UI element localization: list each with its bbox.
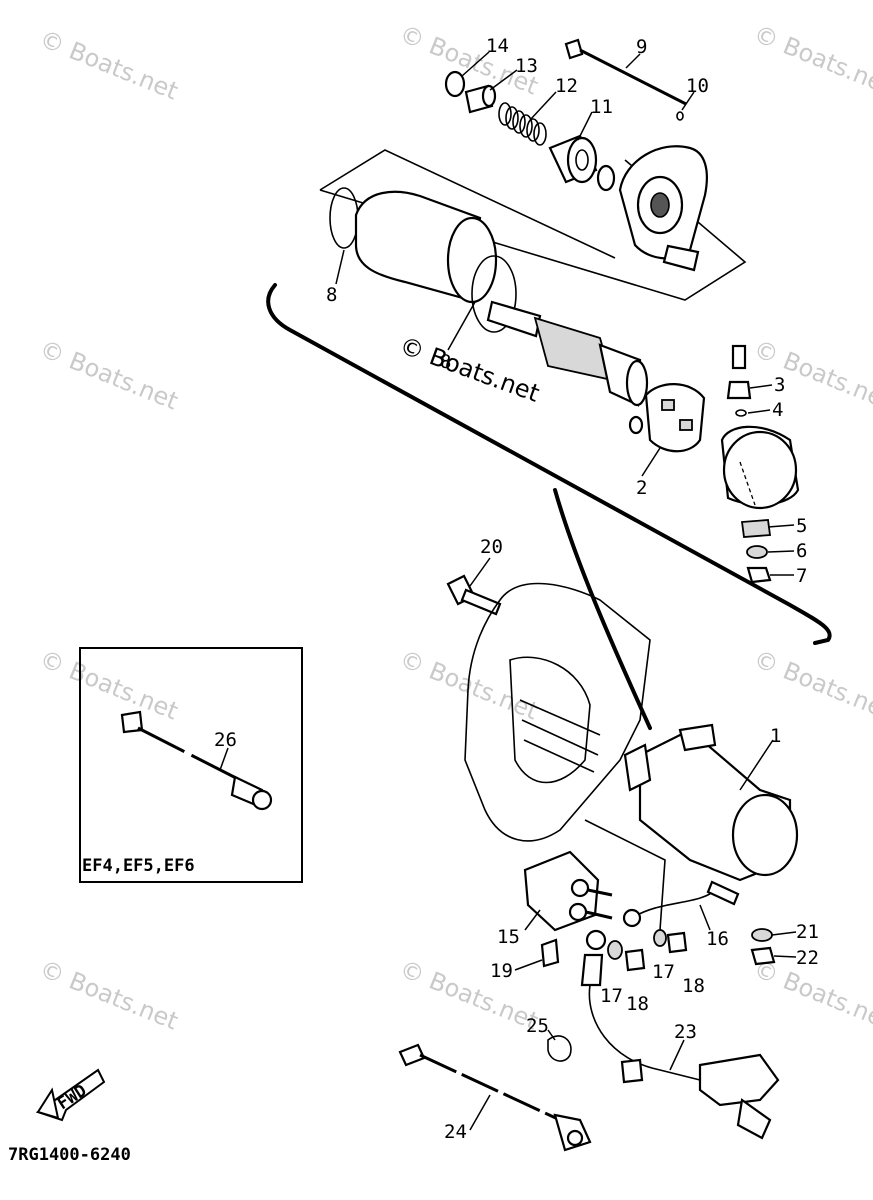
callout-14: 14 <box>486 35 509 57</box>
callout-16: 16 <box>706 928 729 950</box>
center-watermark: © Boats.net <box>396 331 543 407</box>
part-12-spring <box>498 102 547 146</box>
exploded-view-outline <box>266 283 832 645</box>
callout-13: 13 <box>515 55 538 77</box>
part-17-washer <box>653 929 667 947</box>
part-20-bolt <box>446 574 502 616</box>
rear-cover <box>720 425 800 510</box>
part-5-plate <box>740 519 772 538</box>
callout-11: 11 <box>590 96 613 118</box>
callout-24: 24 <box>444 1121 467 1143</box>
part-19-bolt <box>540 938 560 968</box>
part-3-bolt-grommet <box>726 344 752 400</box>
part-21-washer <box>751 928 773 942</box>
part-16-lead-wire <box>622 880 740 928</box>
watermark: © Boats.net <box>750 335 873 416</box>
callout-8: 8 <box>440 351 451 373</box>
watermark: © Boats.net <box>750 645 873 726</box>
engine-block <box>464 582 651 842</box>
watermark: © Boats.net <box>750 20 873 101</box>
part-10-o-ring <box>676 111 684 121</box>
part-11-pinion-gear <box>548 134 598 184</box>
part-9-through-bolt <box>564 38 687 106</box>
callout-9: 9 <box>636 36 647 58</box>
callout-3: 3 <box>774 374 785 396</box>
callout-15: 15 <box>497 926 520 948</box>
part-14-ring <box>444 70 466 98</box>
callout-6: 6 <box>796 540 807 562</box>
watermark: © Boats.net <box>36 335 182 416</box>
callout-12: 12 <box>555 75 578 97</box>
part-7-nut <box>746 566 772 584</box>
part-22-nut <box>750 946 776 966</box>
callout-21: 21 <box>796 921 819 943</box>
callout-22: 22 <box>796 947 819 969</box>
part-1-starter-motor <box>623 723 799 882</box>
callout-17: 17 <box>652 961 675 983</box>
part-15-starter-relay <box>523 850 613 932</box>
inset-models-caption: EF4,EF5,EF6 <box>82 856 195 876</box>
part-6-washer <box>746 545 768 559</box>
armature <box>486 300 649 435</box>
callout-18: 18 <box>626 993 649 1015</box>
watermark: © Boats.net <box>36 645 182 726</box>
watermark: © Boats.net <box>36 955 182 1036</box>
part-18-nut <box>666 931 688 954</box>
watermark: © Boats.net <box>36 25 182 106</box>
callout-18: 18 <box>682 975 705 997</box>
part-18-nut <box>624 948 646 972</box>
drawing-code: 7RG1400-6240 <box>8 1145 131 1165</box>
callout-17: 17 <box>600 985 623 1007</box>
front-end-cover <box>618 145 708 272</box>
watermark: © Boats.net <box>396 955 542 1036</box>
callout-23: 23 <box>674 1021 697 1043</box>
callout-10: 10 <box>686 75 709 97</box>
part-4-o-ring <box>735 409 747 417</box>
callout-26: 26 <box>214 729 237 751</box>
part-8-yoke <box>329 187 517 333</box>
model-inset-box: EF4,EF5,EF6 <box>79 647 303 883</box>
callout-25: 25 <box>526 1015 549 1037</box>
callout-labels: 14 13 12 11 9 10 8 8 2 3 4 5 6 7 20 1 15… <box>214 35 819 1143</box>
part-25-clamp <box>547 1035 572 1062</box>
leader-line-to-starter <box>553 488 652 730</box>
part-23-battery-cable <box>580 929 780 1140</box>
leader-lines <box>219 51 797 1131</box>
part-17-washer <box>607 940 623 960</box>
callout-7: 7 <box>796 565 807 587</box>
callout-20: 20 <box>480 536 503 558</box>
part-2-brush-holder <box>644 383 706 453</box>
callout-4: 4 <box>772 399 783 421</box>
callout-1: 1 <box>770 725 781 747</box>
washer <box>596 164 616 192</box>
callout-19: 19 <box>490 960 513 982</box>
callout-5: 5 <box>796 515 807 537</box>
callout-2: 2 <box>636 477 647 499</box>
part-24-ground-cable <box>398 1043 592 1152</box>
callout-8: 8 <box>326 284 337 306</box>
forward-direction-arrow: FWD <box>35 1068 106 1122</box>
